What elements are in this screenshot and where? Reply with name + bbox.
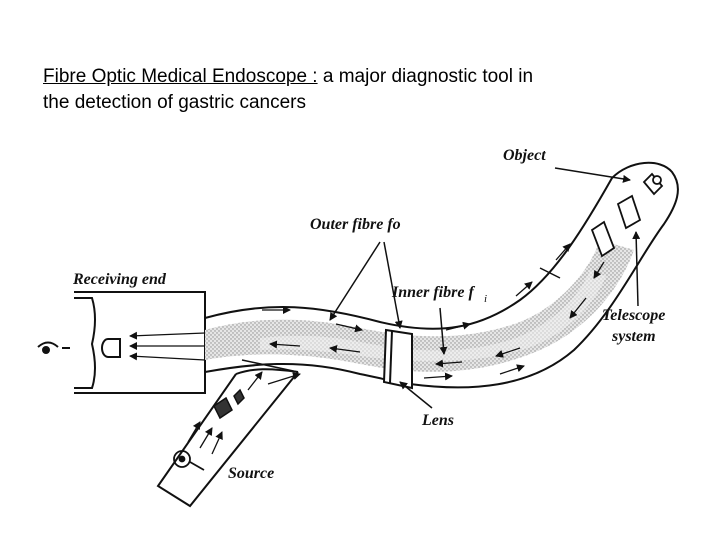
leader-lines bbox=[329, 167, 641, 409]
center-lens bbox=[382, 328, 413, 390]
title-line-2: the detection of gastric cancers bbox=[43, 92, 306, 113]
source-tube bbox=[156, 359, 299, 508]
receiving-arrows bbox=[129, 331, 206, 361]
label-telescope: Telescope bbox=[602, 307, 665, 324]
label-object: Object bbox=[503, 147, 546, 164]
inner-fibre-core bbox=[260, 270, 606, 362]
fibre-flow-arrows bbox=[262, 243, 605, 385]
label-receiving-end: Receiving end bbox=[72, 271, 167, 288]
label-inner-fibre: Inner fibre f bbox=[391, 284, 475, 301]
eyepiece-lens bbox=[101, 338, 121, 358]
receiving-end-housing bbox=[74, 291, 206, 394]
slide-title: Fibre Optic Medical Endoscope : a major … bbox=[43, 64, 703, 116]
source-arrows bbox=[187, 371, 263, 455]
label-source: Source bbox=[228, 465, 274, 482]
title-underlined: Fibre Optic Medical Endoscope : bbox=[43, 66, 318, 87]
label-lens: Lens bbox=[421, 412, 454, 429]
condenser-icon bbox=[213, 388, 245, 420]
eye-icon bbox=[37, 341, 70, 354]
label-telescope-system: system bbox=[611, 328, 656, 345]
title-rest: a major diagnostic tool in bbox=[317, 66, 534, 87]
telescope-optics bbox=[590, 172, 664, 258]
label-outer-fibre: Outer fibre fo bbox=[310, 216, 401, 233]
label-inner-fibre-subscript: i bbox=[484, 293, 487, 305]
lamp-icon bbox=[173, 450, 205, 471]
